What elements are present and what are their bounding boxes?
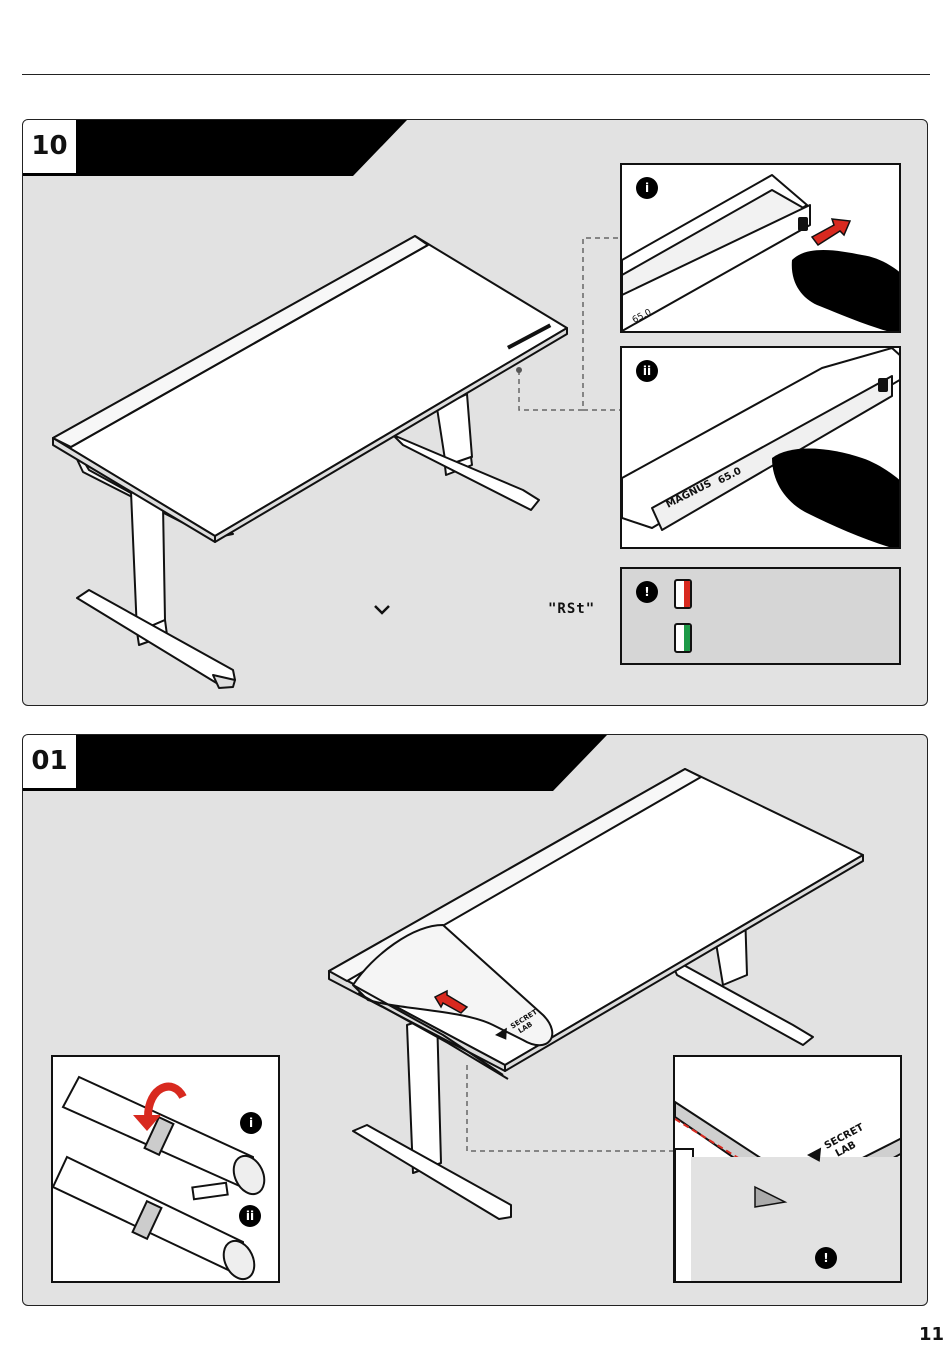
mat-edge-alignment-illustration: SECRET LAB (675, 1057, 902, 1283)
led-green-icon (674, 623, 692, 653)
reset-code-text: "RSt" (548, 601, 595, 617)
keypad-touch-illustration: MAGNUS 65.0 (622, 348, 901, 549)
led-red-icon (674, 579, 692, 609)
inset-i-badge: i (636, 177, 658, 199)
page-number: 11 (919, 1324, 944, 1345)
step-10-panel: 10 (22, 119, 928, 706)
step-01-inset-left: i ii (51, 1055, 280, 1283)
led-red-fill (684, 581, 690, 607)
led-green-fill (684, 625, 690, 651)
led-status-note: ! (620, 567, 901, 665)
inset-left-ii-badge: ii (239, 1205, 261, 1227)
mat-roll-illustration (53, 1057, 280, 1283)
step-01-panel: 01 SECRET LAB (22, 734, 928, 1306)
step-10-inset-i: 65.0 i (620, 163, 901, 333)
top-rule (22, 74, 930, 75)
keypad-press-illustration: 65.0 (622, 165, 901, 333)
inset-left-i-badge: i (240, 1112, 262, 1134)
warning-icon: ! (636, 581, 658, 603)
step-10-inset-ii: MAGNUS 65.0 ii (620, 346, 901, 549)
step-01-inset-right: SECRET LAB ! (673, 1055, 902, 1283)
warning-icon: ! (815, 1247, 837, 1269)
inset-ii-badge: ii (636, 360, 658, 382)
down-chevron-icon (375, 606, 389, 613)
